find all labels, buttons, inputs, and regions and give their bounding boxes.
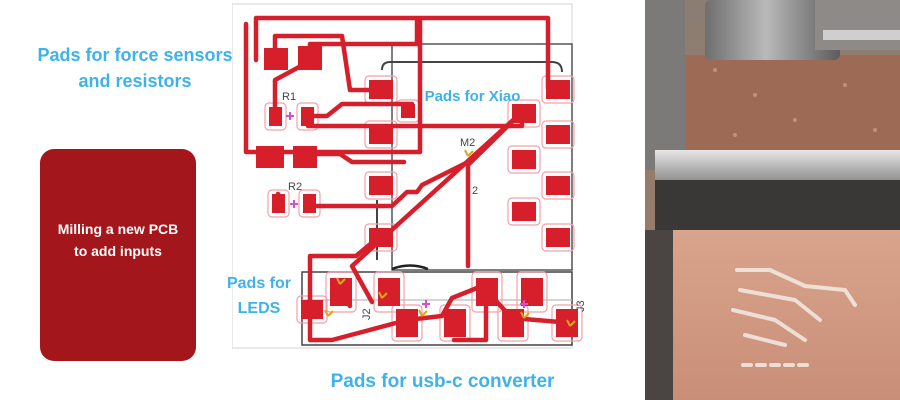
pad-usbc-8 bbox=[556, 309, 578, 337]
label-j2: J2 bbox=[361, 308, 373, 320]
component-markers bbox=[286, 112, 576, 327]
label-two: 2 bbox=[472, 185, 478, 197]
pad-r1-1 bbox=[269, 107, 282, 126]
copper-pads bbox=[256, 46, 578, 337]
label-m2: M2 bbox=[460, 137, 475, 149]
pad-usbc-5 bbox=[396, 309, 418, 337]
milling-info-card: Milling a new PCB to add inputs bbox=[40, 149, 196, 361]
pad-sensor-d bbox=[293, 146, 317, 168]
force-sensor-pads-callout: Pads for force sensors and resistors bbox=[37, 45, 233, 92]
pad-usbc-4 bbox=[521, 278, 543, 306]
pad-xiao-r7 bbox=[512, 202, 536, 221]
pad-xiao-l2 bbox=[369, 125, 393, 144]
milling-photo bbox=[645, 0, 900, 400]
pad-xiao-l1 bbox=[369, 80, 393, 99]
pcb-layout-diagram: R1 R2 M2 2 J2 J3 bbox=[232, 0, 638, 400]
pad-usbc-7 bbox=[502, 309, 524, 337]
pad-xiao-r1 bbox=[546, 80, 570, 99]
usbc-pads-callout: Pads for usb-c converter bbox=[330, 371, 555, 392]
label-j3: J3 bbox=[575, 300, 587, 312]
pad-usbc-3 bbox=[476, 278, 498, 306]
pad-sensor-b bbox=[298, 46, 322, 70]
label-r1: R1 bbox=[282, 91, 296, 103]
pad-led bbox=[301, 300, 323, 319]
pad-r2-2 bbox=[303, 194, 316, 213]
pad-r2-1 bbox=[272, 194, 285, 213]
pad-xiao-r3 bbox=[546, 176, 570, 195]
pad-xiao-r2 bbox=[546, 125, 570, 144]
pad-xiao-r4 bbox=[546, 228, 570, 247]
milling-info-text: Milling a new PCB to add inputs bbox=[57, 221, 179, 259]
pad-xiao-r5 bbox=[512, 104, 536, 123]
xiao-pads-callout: Pads for Xiao bbox=[424, 88, 521, 105]
pad-usbc-2 bbox=[378, 278, 400, 306]
led-pads-callout: Pads for LEDS bbox=[226, 275, 291, 317]
pad-xiao-mid bbox=[401, 104, 415, 118]
label-r2: R2 bbox=[288, 181, 302, 193]
pad-sensor-c bbox=[256, 146, 284, 168]
pad-usbc-6 bbox=[444, 309, 466, 337]
pad-sensor-a bbox=[264, 48, 288, 70]
pad-xiao-r6 bbox=[512, 150, 536, 169]
pad-r1-2 bbox=[301, 107, 314, 126]
pad-xiao-l4 bbox=[369, 228, 393, 247]
pad-xiao-l3 bbox=[369, 176, 393, 195]
pad-usbc-1 bbox=[330, 278, 352, 306]
